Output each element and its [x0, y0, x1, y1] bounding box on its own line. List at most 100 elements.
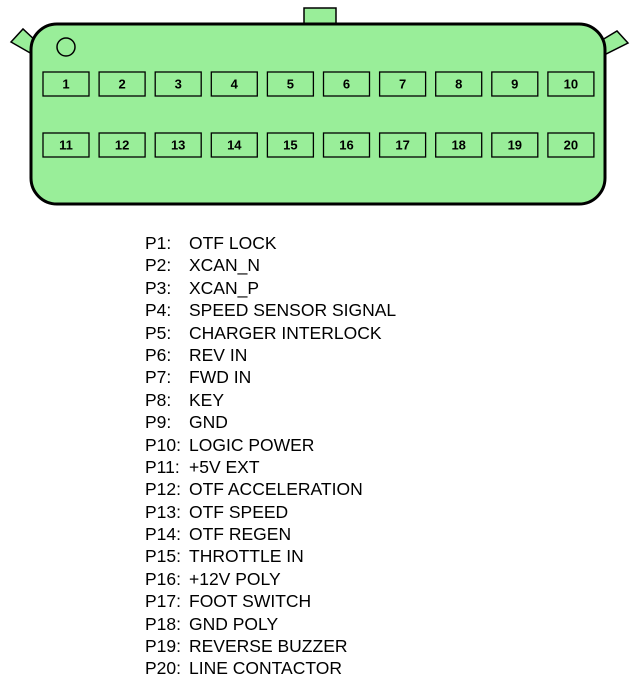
legend-pin-function: LINE CONTACTOR — [189, 658, 342, 679]
pin-box — [266, 71, 315, 97]
legend-pin-function: REV IN — [189, 344, 248, 365]
pin-box — [435, 71, 483, 97]
pin-number: 20 — [564, 138, 578, 153]
pin-number: 17 — [395, 138, 409, 153]
legend-item: P19: REVERSE BUZZER — [145, 635, 396, 657]
pin-2: 2 — [98, 71, 146, 97]
pin-number: 11 — [59, 138, 73, 153]
pin-6: 6 — [322, 71, 371, 97]
pin-number: 4 — [231, 77, 239, 92]
pin-box — [491, 132, 539, 158]
pin-box — [547, 71, 595, 97]
legend-pin-id: P13: — [145, 501, 181, 522]
pin-number: 2 — [118, 77, 125, 92]
pin-number: 1 — [62, 77, 69, 92]
pin-4: 4 — [210, 71, 258, 97]
legend-pin-function: SPEED SENSOR SIGNAL — [189, 300, 397, 321]
legend-pin-function: XCAN_P — [189, 277, 260, 298]
pin-number: 10 — [564, 77, 578, 92]
legend-item: P3: XCAN_P — [145, 277, 396, 299]
legend-pin-id: P8: — [145, 389, 172, 410]
legend-pin-id: P17: — [145, 591, 181, 612]
pin-number: 14 — [227, 138, 242, 153]
legend-pin-id: P3: — [145, 277, 172, 298]
pin-number: 3 — [175, 77, 182, 92]
legend-pin-id: P14: — [145, 524, 181, 545]
pin-7: 7 — [378, 71, 427, 97]
pin-box — [322, 132, 371, 158]
pin-18: 18 — [435, 132, 483, 158]
pin-box — [154, 71, 202, 97]
legend-pin-function: FOOT SWITCH — [189, 591, 312, 612]
pin-number: 7 — [399, 77, 406, 92]
legend-pin-id: P12: — [145, 479, 181, 500]
legend-item: P4:SPEED SENSOR SIGNAL — [145, 299, 396, 321]
legend-pin-function: OTF LOCK — [189, 233, 277, 253]
pin-15: 15 — [266, 132, 315, 158]
legend-pin-function: CHARGER INTERLOCK — [189, 322, 382, 343]
pin-box — [435, 132, 483, 158]
pin-number: 9 — [511, 77, 518, 92]
legend-item: P15:THROTTLE IN — [145, 545, 396, 567]
pin-box — [378, 132, 427, 158]
connector-housing — [29, 22, 607, 206]
pin-3: 3 — [154, 71, 202, 97]
legend-pin-id: P19: — [145, 636, 181, 657]
pin-box — [266, 132, 315, 158]
legend-pin-function: LOGIC POWER — [189, 434, 315, 455]
pin-box — [491, 71, 539, 97]
pin-box — [547, 132, 595, 158]
legend-pin-function: OTF SPEED — [189, 501, 289, 522]
pin-11: 11 — [42, 132, 90, 158]
pin-box — [210, 71, 258, 97]
pin-19: 19 — [491, 132, 539, 158]
legend-pin-function: GND — [189, 412, 228, 433]
pin-box — [378, 71, 427, 97]
pin-1: 1 — [42, 71, 90, 97]
legend-pin-function: +12V POLY — [189, 568, 281, 589]
legend-item: P7: FWD IN — [145, 366, 396, 388]
pin-1-marker-circle — [56, 37, 76, 57]
legend-pin-function: XCAN_N — [189, 255, 260, 276]
legend-item: P1: OTF LOCK — [145, 232, 396, 254]
pin-20: 20 — [547, 132, 595, 158]
pin-box — [42, 132, 90, 158]
pin-9: 9 — [491, 71, 539, 97]
legend-item: P20:LINE CONTACTOR — [145, 657, 396, 679]
pin-box — [98, 71, 146, 97]
legend-pin-id: P16: — [145, 568, 181, 589]
legend-pin-function: REVERSE BUZZER — [189, 636, 348, 657]
pin-8: 8 — [435, 71, 483, 97]
legend-item: P17: FOOT SWITCH — [145, 590, 396, 612]
legend-pin-id: P6: — [145, 344, 172, 365]
legend-pin-function: OTF REGEN — [189, 524, 292, 545]
legend-pin-id: P18: — [145, 613, 181, 634]
legend-pin-function: FWD IN — [189, 367, 252, 388]
legend-pin-id: P1: — [145, 233, 172, 253]
pin-10: 10 — [547, 71, 595, 97]
pin-5: 5 — [266, 71, 315, 97]
pin-13: 13 — [154, 132, 202, 158]
legend-item: P16: +12V POLY — [145, 568, 396, 590]
legend-item: P8:KEY — [145, 389, 396, 411]
pin-number: 13 — [171, 138, 185, 153]
pin-box — [42, 71, 90, 97]
pin-number: 12 — [115, 138, 129, 153]
legend-pin-id: P15: — [145, 546, 181, 567]
legend-item: P5:CHARGER INTERLOCK — [145, 322, 396, 344]
legend-item: P10:LOGIC POWER — [145, 434, 396, 456]
connector-top-tab — [303, 7, 337, 26]
pin-box — [322, 71, 371, 97]
legend-pin-id: P7: — [145, 367, 172, 388]
pin-number: 5 — [287, 77, 294, 92]
pin-box — [210, 132, 258, 158]
legend-pin-id: P2: — [145, 255, 172, 276]
legend-item: P14: OTF REGEN — [145, 523, 396, 545]
legend-item: P2: XCAN_N — [145, 254, 396, 276]
legend-item: P18:GND POLY — [145, 613, 396, 635]
legend-item: P12:OTF ACCELERATION — [145, 478, 396, 500]
pin-number: 8 — [455, 77, 462, 92]
